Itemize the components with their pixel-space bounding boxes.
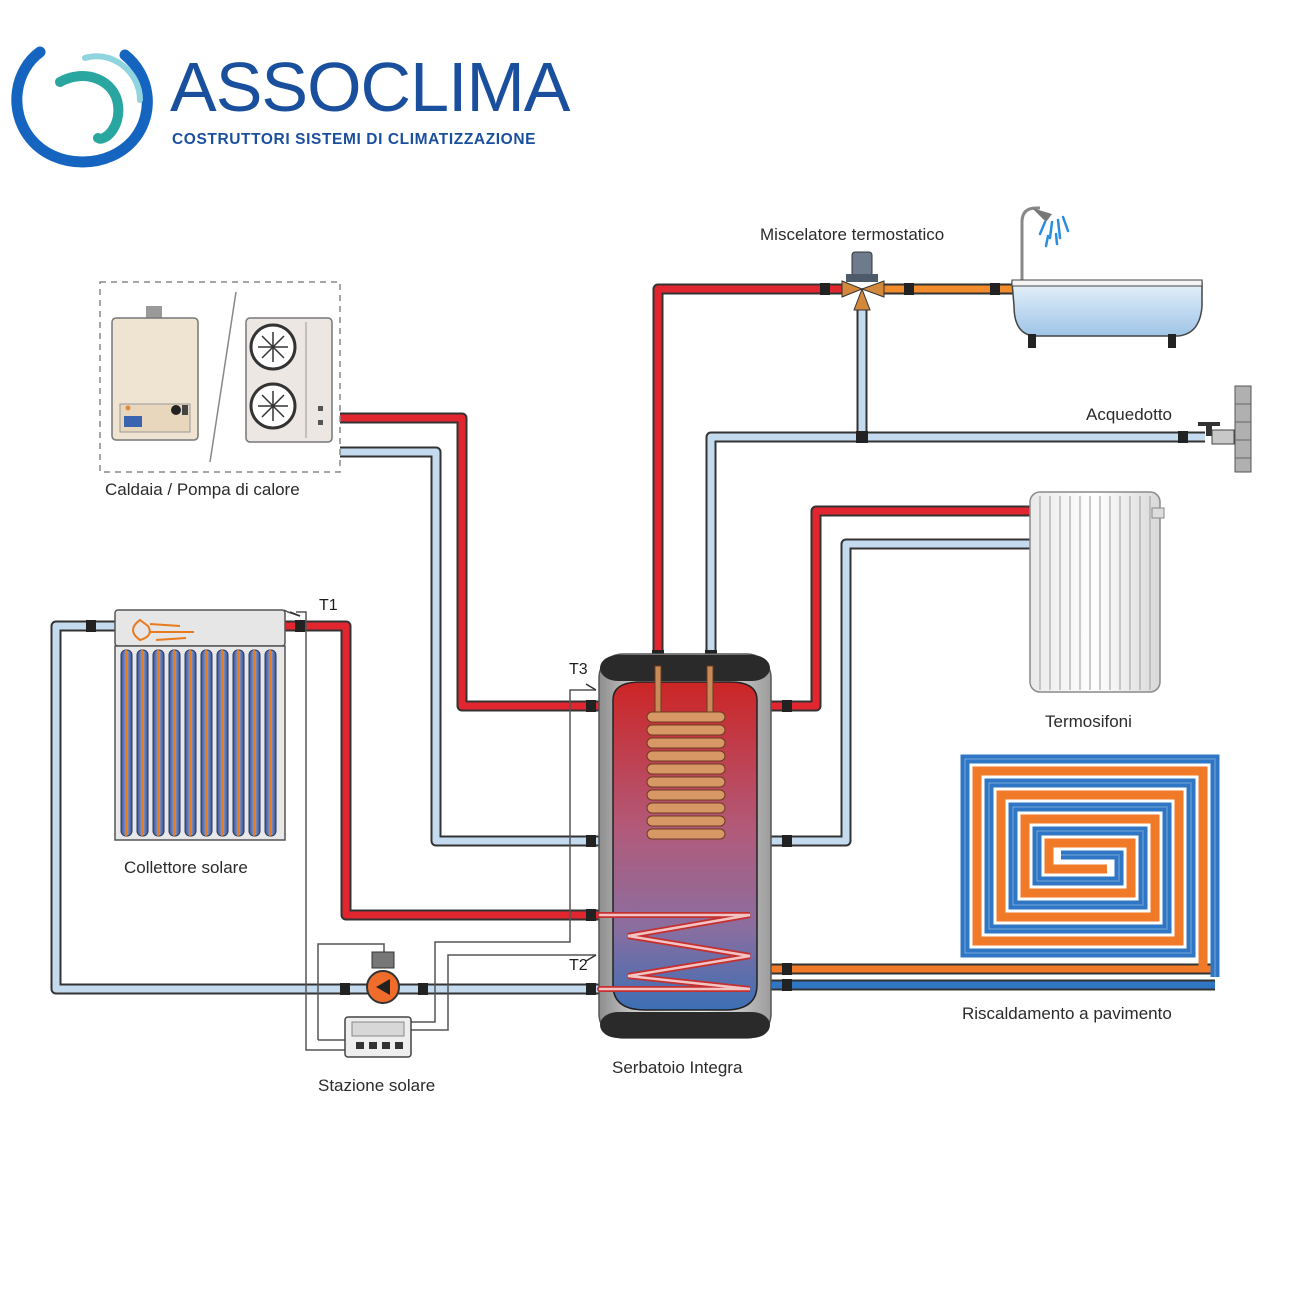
- boiler-hot-pipe: [340, 412, 600, 712]
- label-solar-collector: Collettore solare: [124, 858, 248, 877]
- bathtub: [1011, 206, 1203, 348]
- label-radiators: Termosifoni: [1045, 712, 1132, 731]
- boiler: [146, 306, 162, 320]
- boiler-return-pipe: [340, 446, 600, 847]
- boiler-heatpump-group: [99, 281, 341, 473]
- storage-tank: [597, 653, 772, 1039]
- label-tank: Serbatoio Integra: [612, 1058, 743, 1077]
- solar-hot-pipe: [285, 620, 600, 921]
- radiator: [1029, 491, 1165, 693]
- label-boiler: Caldaia / Pompa di calore: [105, 480, 300, 499]
- sensor-t3: T3: [569, 661, 588, 678]
- assoclima-logo-icon: [11, 46, 153, 168]
- label-solar-station: Stazione solare: [318, 1076, 436, 1095]
- thermostatic-mixer: [841, 251, 885, 311]
- floor-heating-spiral: [960, 754, 1220, 977]
- lower-coil: [597, 912, 751, 992]
- label-aqueduct: Acquedotto: [1086, 405, 1173, 424]
- brand-name: ASSOCLIMA: [170, 48, 570, 126]
- shower-icon: [1032, 208, 1070, 248]
- sensor-t2: T2: [569, 957, 588, 974]
- upper-coil: [646, 665, 726, 840]
- sensor-t1: T1: [319, 597, 338, 614]
- pump-icon: [366, 970, 400, 1004]
- brand-tagline: COSTRUTTORI SISTEMI DI CLIMATIZZAZIONE: [172, 131, 537, 148]
- control-wires: [283, 609, 596, 1051]
- solar-station: [344, 951, 412, 1058]
- sensor-markers: [289, 611, 597, 962]
- label-mixer: Miscelatore termostatico: [760, 225, 945, 244]
- label-floor-heating: Riscaldamento a pavimento: [962, 1004, 1172, 1023]
- tap-icon: [1198, 422, 1235, 445]
- aqueduct-tap: [1198, 385, 1252, 473]
- solar-collector: [114, 609, 286, 841]
- fan-icon: [249, 323, 297, 430]
